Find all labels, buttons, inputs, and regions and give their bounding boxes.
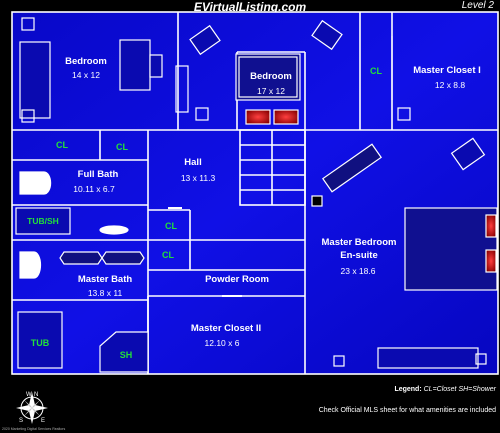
compass-west: W xyxy=(26,392,32,398)
walls xyxy=(11,11,499,375)
hall-name: Hall xyxy=(184,157,201,168)
mls-note: Check Official MLS sheet for what amenit… xyxy=(318,407,496,414)
powder-room-name: Powder Room xyxy=(205,274,269,285)
compass-east: E xyxy=(41,418,45,424)
master-bath-name: Master Bath xyxy=(78,274,133,285)
tub-label: TUB xyxy=(31,338,50,348)
legend-text: CL=Closet SH=Shower xyxy=(423,386,496,393)
bedroom-left-dims: 14 x 12 xyxy=(72,70,100,80)
site-title: EVirtualListing.com xyxy=(193,0,307,14)
legend: Legend: CL=Closet SH=Shower xyxy=(394,386,496,393)
master-closet-1-dims: 12 x 8.8 xyxy=(435,80,466,90)
closet-c-label: CL xyxy=(165,221,177,231)
hall-dims: 13 x 11.3 xyxy=(181,173,216,183)
full-bath-dims: 10.11 x 6.7 xyxy=(73,184,115,194)
master-bath-dims: 13.8 x 11 xyxy=(88,288,123,298)
bedroom-left-name: Bedroom xyxy=(65,56,107,67)
closet-b-label: CL xyxy=(116,142,128,152)
master-closet-2-dims: 12.10 x 6 xyxy=(205,338,240,348)
bedroom-mid-name: Bedroom xyxy=(250,71,292,82)
legend-prefix: Legend: xyxy=(394,386,422,393)
master-bedroom-dims: 23 x 18.6 xyxy=(341,266,376,276)
copyright: 2020 Marketing Digital Services Realtors xyxy=(2,427,66,431)
fixtures xyxy=(15,17,498,373)
master-closet-1-name: Master Closet I xyxy=(413,65,481,76)
doors xyxy=(168,207,242,297)
compass-south: S xyxy=(19,418,23,424)
master-closet-2-name: Master Closet II xyxy=(191,323,261,334)
level-label: Level 2 xyxy=(461,0,494,11)
shower-label: SH xyxy=(120,350,133,360)
master-bedroom-name: Master Bedroom xyxy=(322,237,397,248)
compass-icon: W N S E xyxy=(16,392,48,424)
compass-north: N xyxy=(34,392,38,398)
closet-a-label: CL xyxy=(56,140,68,150)
full-bath-name: Full Bath xyxy=(78,169,119,180)
master-bedroom-name2: En-suite xyxy=(340,250,377,261)
closet-d-label: CL xyxy=(162,250,174,260)
tub-shower-label: TUB/SH xyxy=(27,216,59,226)
closet-top-label: CL xyxy=(370,66,382,76)
bedroom-mid-dims: 17 x 12 xyxy=(257,86,285,96)
